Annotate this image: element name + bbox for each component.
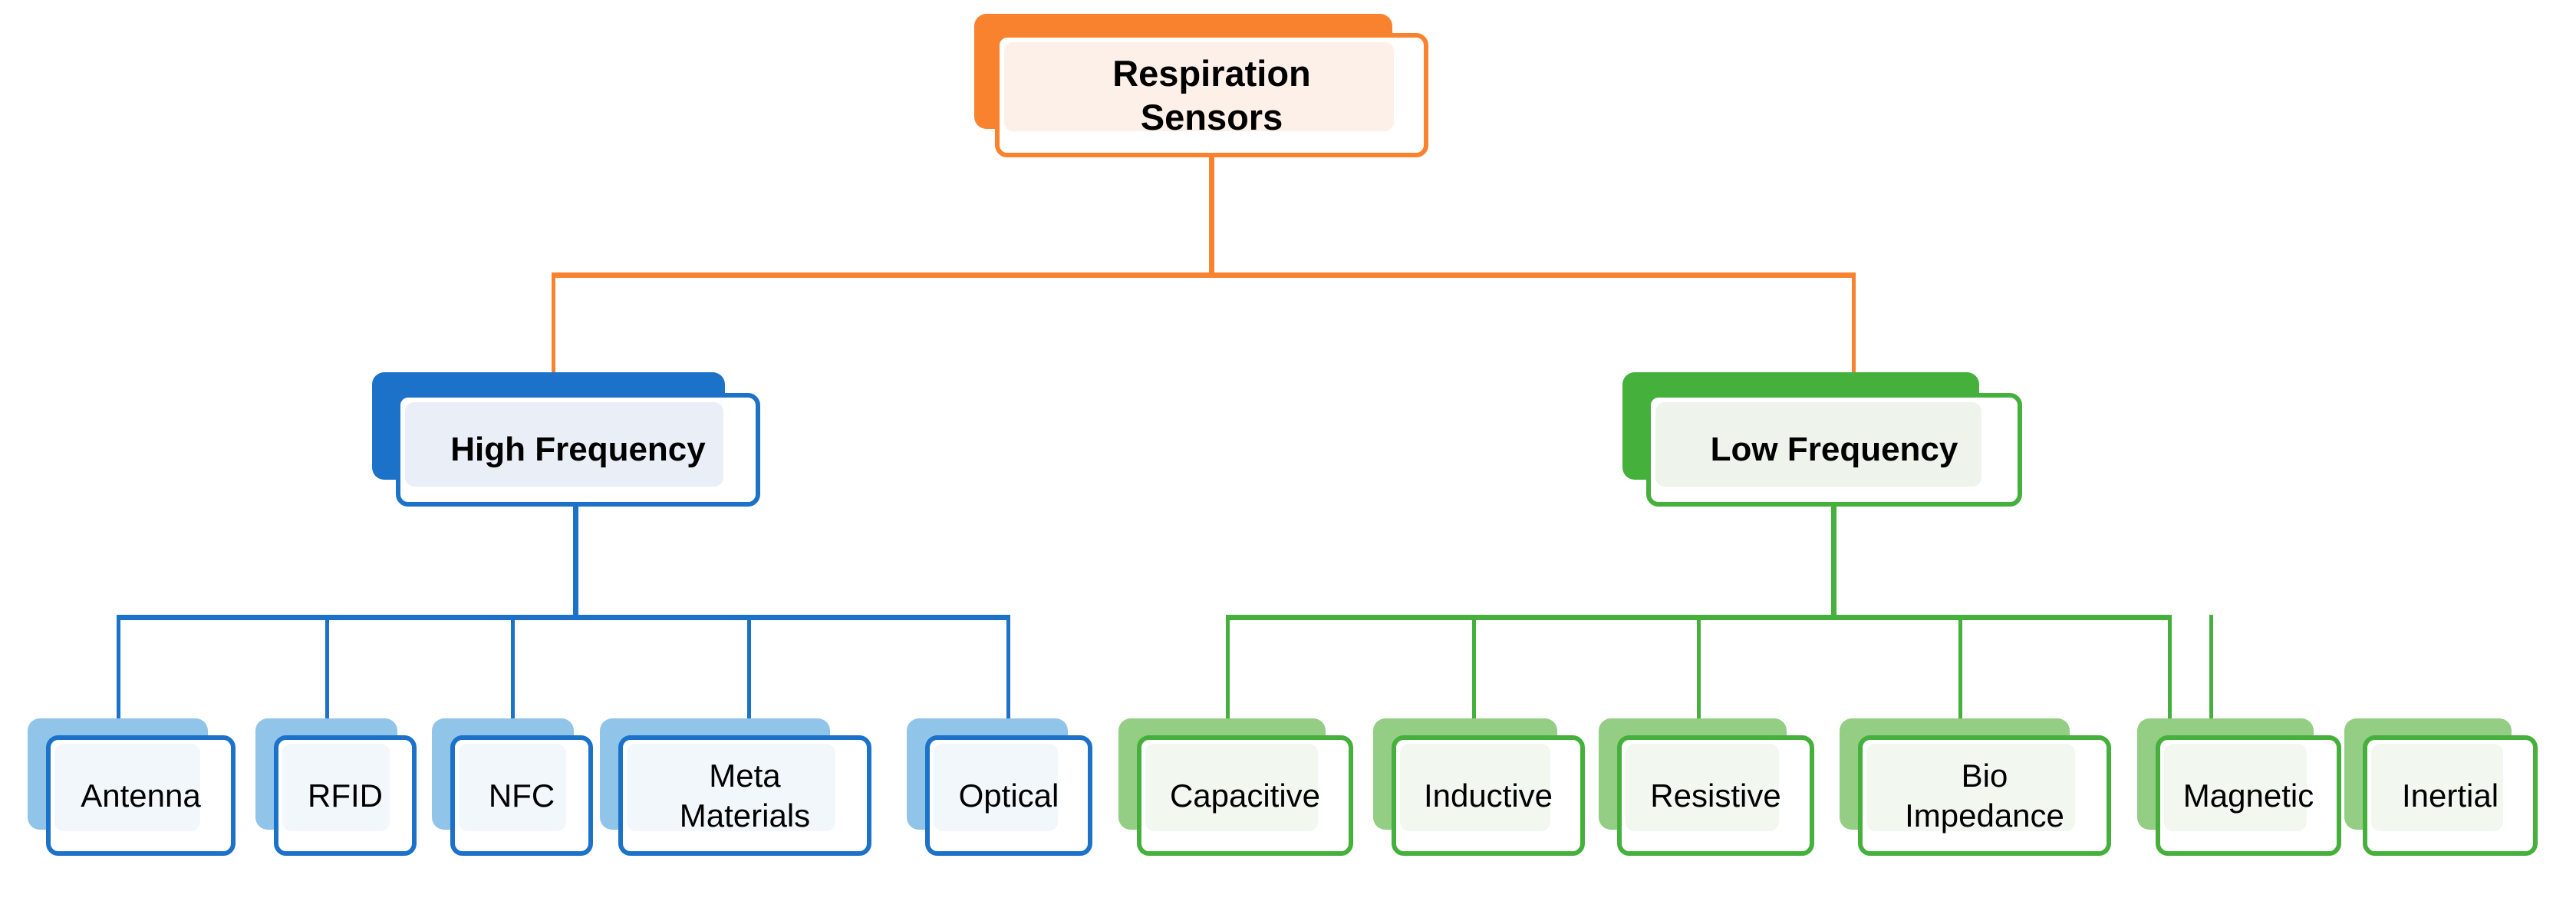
node-respiration-sensors[interactable]: Respiration Sensors <box>974 14 1458 167</box>
node-face: Meta Materials <box>618 735 871 856</box>
connector-to-inductive <box>1472 615 1476 728</box>
node-face: Respiration Sensors <box>995 33 1428 157</box>
connector-to-antenna <box>117 615 120 728</box>
node-label: Magnetic <box>2182 777 2314 814</box>
node-face: Capacitive <box>1137 735 1353 856</box>
node-label: Meta Materials <box>679 758 811 834</box>
connector-root-crossbar <box>552 272 1856 278</box>
node-resistive[interactable]: Resistive <box>1599 718 1852 872</box>
node-optical[interactable]: Optical <box>907 718 1129 872</box>
node-label: Bio Impedance <box>1905 758 2064 834</box>
connector-to-rfid <box>325 615 329 728</box>
node-face: Resistive <box>1617 735 1814 856</box>
node-label: RFID <box>308 777 383 814</box>
connector-root-to-low-frequency <box>1852 272 1856 394</box>
node-face: RFID <box>274 735 417 856</box>
node-face: Inductive <box>1392 735 1585 856</box>
connector-root-to-high-frequency <box>552 272 555 394</box>
node-label: Respiration Sensors <box>1112 52 1311 137</box>
node-inertial[interactable]: Inertial <box>2344 718 2574 872</box>
node-face: Optical <box>925 735 1092 856</box>
node-label: Resistive <box>1650 777 1781 814</box>
node-face: Magnetic <box>2156 735 2341 856</box>
node-face: NFC <box>450 735 593 856</box>
node-label: Inductive <box>1423 777 1553 814</box>
node-label: Optical <box>958 777 1059 814</box>
connector-to-optical <box>1006 615 1010 728</box>
node-inductive[interactable]: Inductive <box>1373 718 1626 872</box>
node-capacitive[interactable]: Capacitive <box>1118 718 1395 872</box>
node-face: Low Frequency <box>1646 393 2022 507</box>
connector-to-meta-materials <box>747 615 751 728</box>
node-label: Capacitive <box>1169 777 1321 814</box>
node-face: High Frequency <box>396 393 760 507</box>
connector-low-frequency-trunk <box>1831 503 1836 618</box>
node-antenna[interactable]: Antenna <box>28 718 258 872</box>
connector-to-magnetic <box>2209 615 2213 728</box>
node-label: NFC <box>488 777 555 814</box>
node-high-frequency[interactable]: High Frequency <box>372 372 779 518</box>
node-label: High Frequency <box>450 431 706 469</box>
node-label: Low Frequency <box>1710 431 1958 469</box>
connector-to-inertial <box>2168 615 2172 728</box>
node-label: Antenna <box>81 777 201 814</box>
node-bio-impedance[interactable]: Bio Impedance <box>1840 718 2146 872</box>
node-label: Inertial <box>2401 777 2499 814</box>
connector-to-nfc <box>511 615 515 728</box>
connector-to-bio-impedance <box>1958 615 1962 728</box>
node-face: Inertial <box>2363 735 2538 856</box>
connector-to-resistive <box>1697 615 1701 728</box>
node-rfid[interactable]: RFID <box>255 718 455 872</box>
node-face: Bio Impedance <box>1858 735 2111 856</box>
node-meta-materials[interactable]: Meta Materials <box>600 718 907 872</box>
connector-to-capacitive <box>1226 615 1230 728</box>
node-face: Antenna <box>46 735 236 856</box>
connector-high-frequency-trunk <box>573 503 578 618</box>
connector-high-frequency-crossbar <box>117 615 1010 620</box>
connector-root-trunk <box>1209 154 1214 276</box>
node-low-frequency[interactable]: Low Frequency <box>1622 372 2052 518</box>
